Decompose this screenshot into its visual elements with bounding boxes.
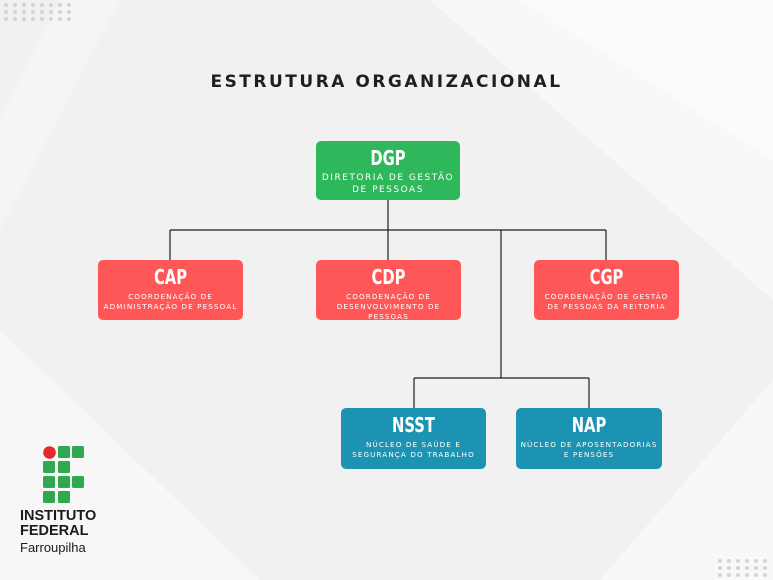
node-dgp: DGP DIRETORIA DE GESTÃO DE PESSOAS bbox=[316, 141, 460, 200]
node-cap: CAP COORDENAÇÃO DE ADMINISTRAÇÃO DE PESS… bbox=[98, 260, 243, 320]
node-cdp: CDP COORDENAÇÃO DE DESENVOLVIMENTO DE PE… bbox=[316, 260, 461, 321]
node-nap: NAP NÚCLEO DE APOSENTADORIAS E PENSÕES bbox=[516, 408, 662, 469]
decorative-dots-top-left bbox=[4, 3, 73, 21]
node-cgp: CGP Coordenação de Gestão de Pessoas da … bbox=[534, 260, 679, 320]
node-nap-name: NÚCLEO DE APOSENTADORIAS E PENSÕES bbox=[520, 440, 658, 459]
node-cap-abbr: CAP bbox=[153, 265, 188, 289]
node-cap-name: COORDENAÇÃO DE ADMINISTRAÇÃO DE PESSOAL bbox=[103, 292, 238, 311]
node-nsst-name: NÚCLEO DE SAÚDE E SEGURANÇA DO TRABALHO bbox=[352, 440, 475, 459]
node-cdp-abbr: CDP bbox=[371, 265, 406, 289]
decorative-dots-bottom-right bbox=[718, 559, 769, 577]
if-logo-mark-icon bbox=[43, 446, 84, 503]
node-nap-abbr: NAP bbox=[571, 413, 607, 437]
node-nsst: NSST NÚCLEO DE SAÚDE E SEGURANÇA DO TRAB… bbox=[341, 408, 486, 469]
node-cgp-abbr: CGP bbox=[589, 265, 624, 289]
node-dgp-name: DIRETORIA DE GESTÃO DE PESSOAS bbox=[321, 173, 455, 195]
logo-text-instituto: INSTITUTO bbox=[20, 508, 97, 524]
node-nsst-abbr: NSST bbox=[392, 413, 435, 437]
logo-text-farroupilha: Farroupilha bbox=[20, 540, 86, 555]
logo-text-federal: FEDERAL bbox=[20, 523, 89, 539]
node-dgp-abbr: DGP bbox=[370, 146, 406, 170]
node-cgp-name: Coordenação de Gestão de Pessoas da Reit… bbox=[544, 292, 669, 311]
page-title: ESTRUTURA ORGANIZACIONAL bbox=[210, 72, 563, 92]
node-cdp-name: COORDENAÇÃO DE DESENVOLVIMENTO DE PESSOA… bbox=[336, 292, 441, 321]
